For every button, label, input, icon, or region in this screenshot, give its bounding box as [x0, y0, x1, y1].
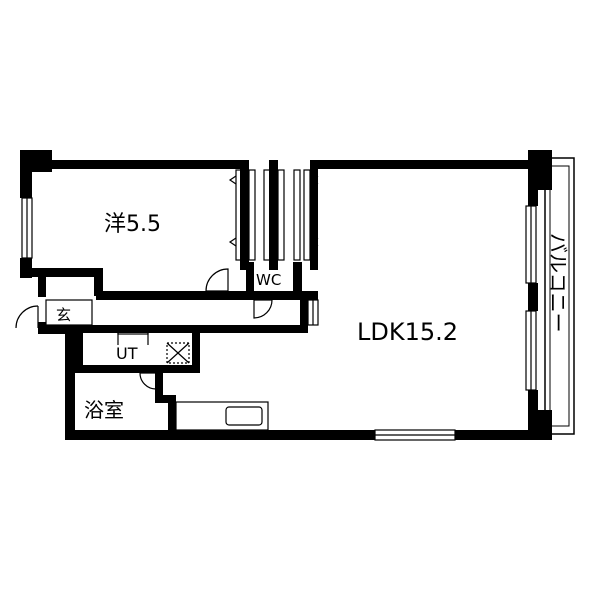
outer-walls: [20, 150, 552, 440]
room-labels: 洋5.5 WC LDK15.2 玄 UT 浴室 バルコニー: [56, 212, 570, 422]
utility-label: UT: [116, 344, 138, 363]
windows: [21, 197, 537, 441]
balcony: [544, 157, 575, 435]
doors: [15, 268, 319, 390]
western-room-label: 洋5.5: [104, 212, 161, 237]
wc-label: WC: [256, 271, 281, 289]
interior-walls: [75, 160, 318, 437]
fixtures: [45, 299, 269, 431]
entrance-label: 玄: [56, 306, 71, 324]
ldk-label: LDK15.2: [357, 318, 458, 346]
balcony-label: バルコニー: [546, 233, 570, 333]
closets: [228, 169, 319, 261]
bathroom-label: 浴室: [84, 398, 124, 422]
